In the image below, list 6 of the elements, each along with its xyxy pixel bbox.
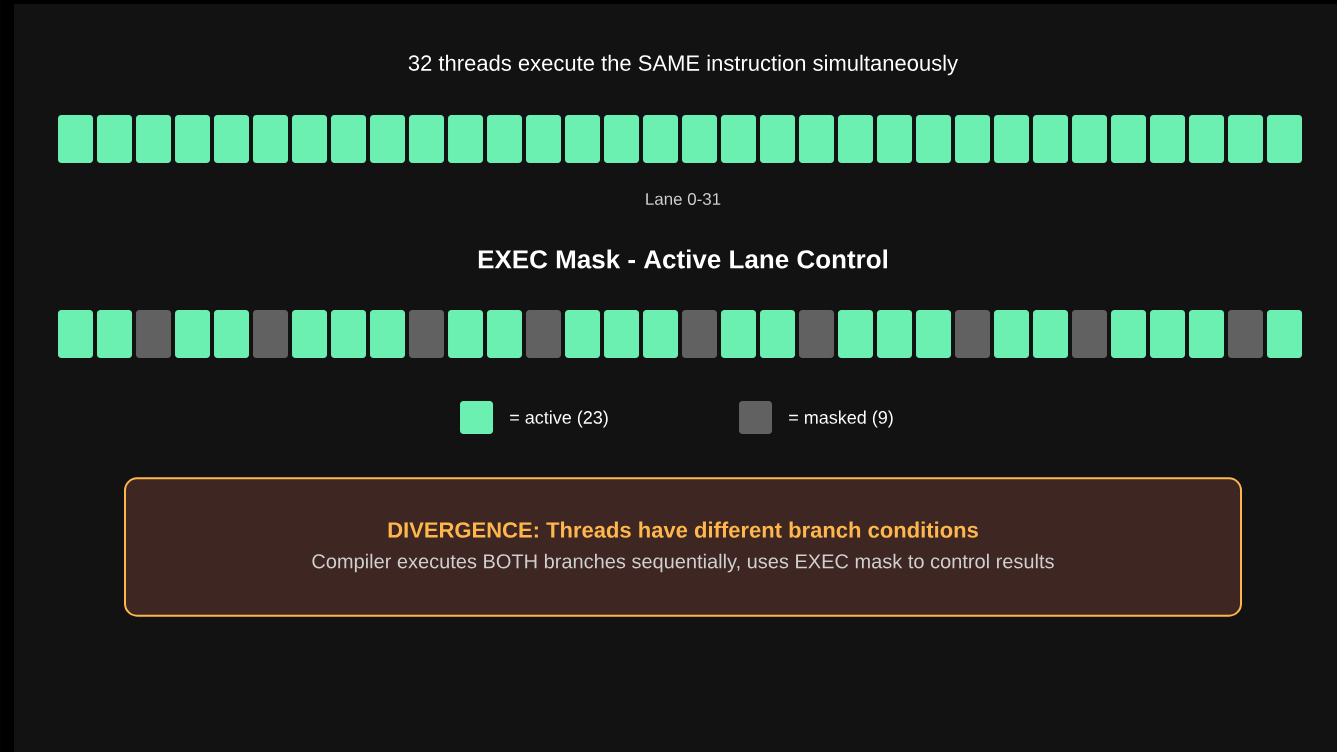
section-heading: EXEC Mask - Active Lane Control	[478, 249, 887, 269]
callout-box: DIVERGENCE: Threads have different branch conditions Compiler executes BOTH branches sequentially, uses EXEC mask to control results	[124, 477, 1242, 617]
caption: Lane 0-31	[646, 193, 721, 205]
legend-label: = masked (9)	[789, 410, 893, 428]
title: 32 threads execute the SAME instruction simultaneously	[408, 54, 958, 76]
legend-label: = active (23)	[510, 410, 608, 428]
